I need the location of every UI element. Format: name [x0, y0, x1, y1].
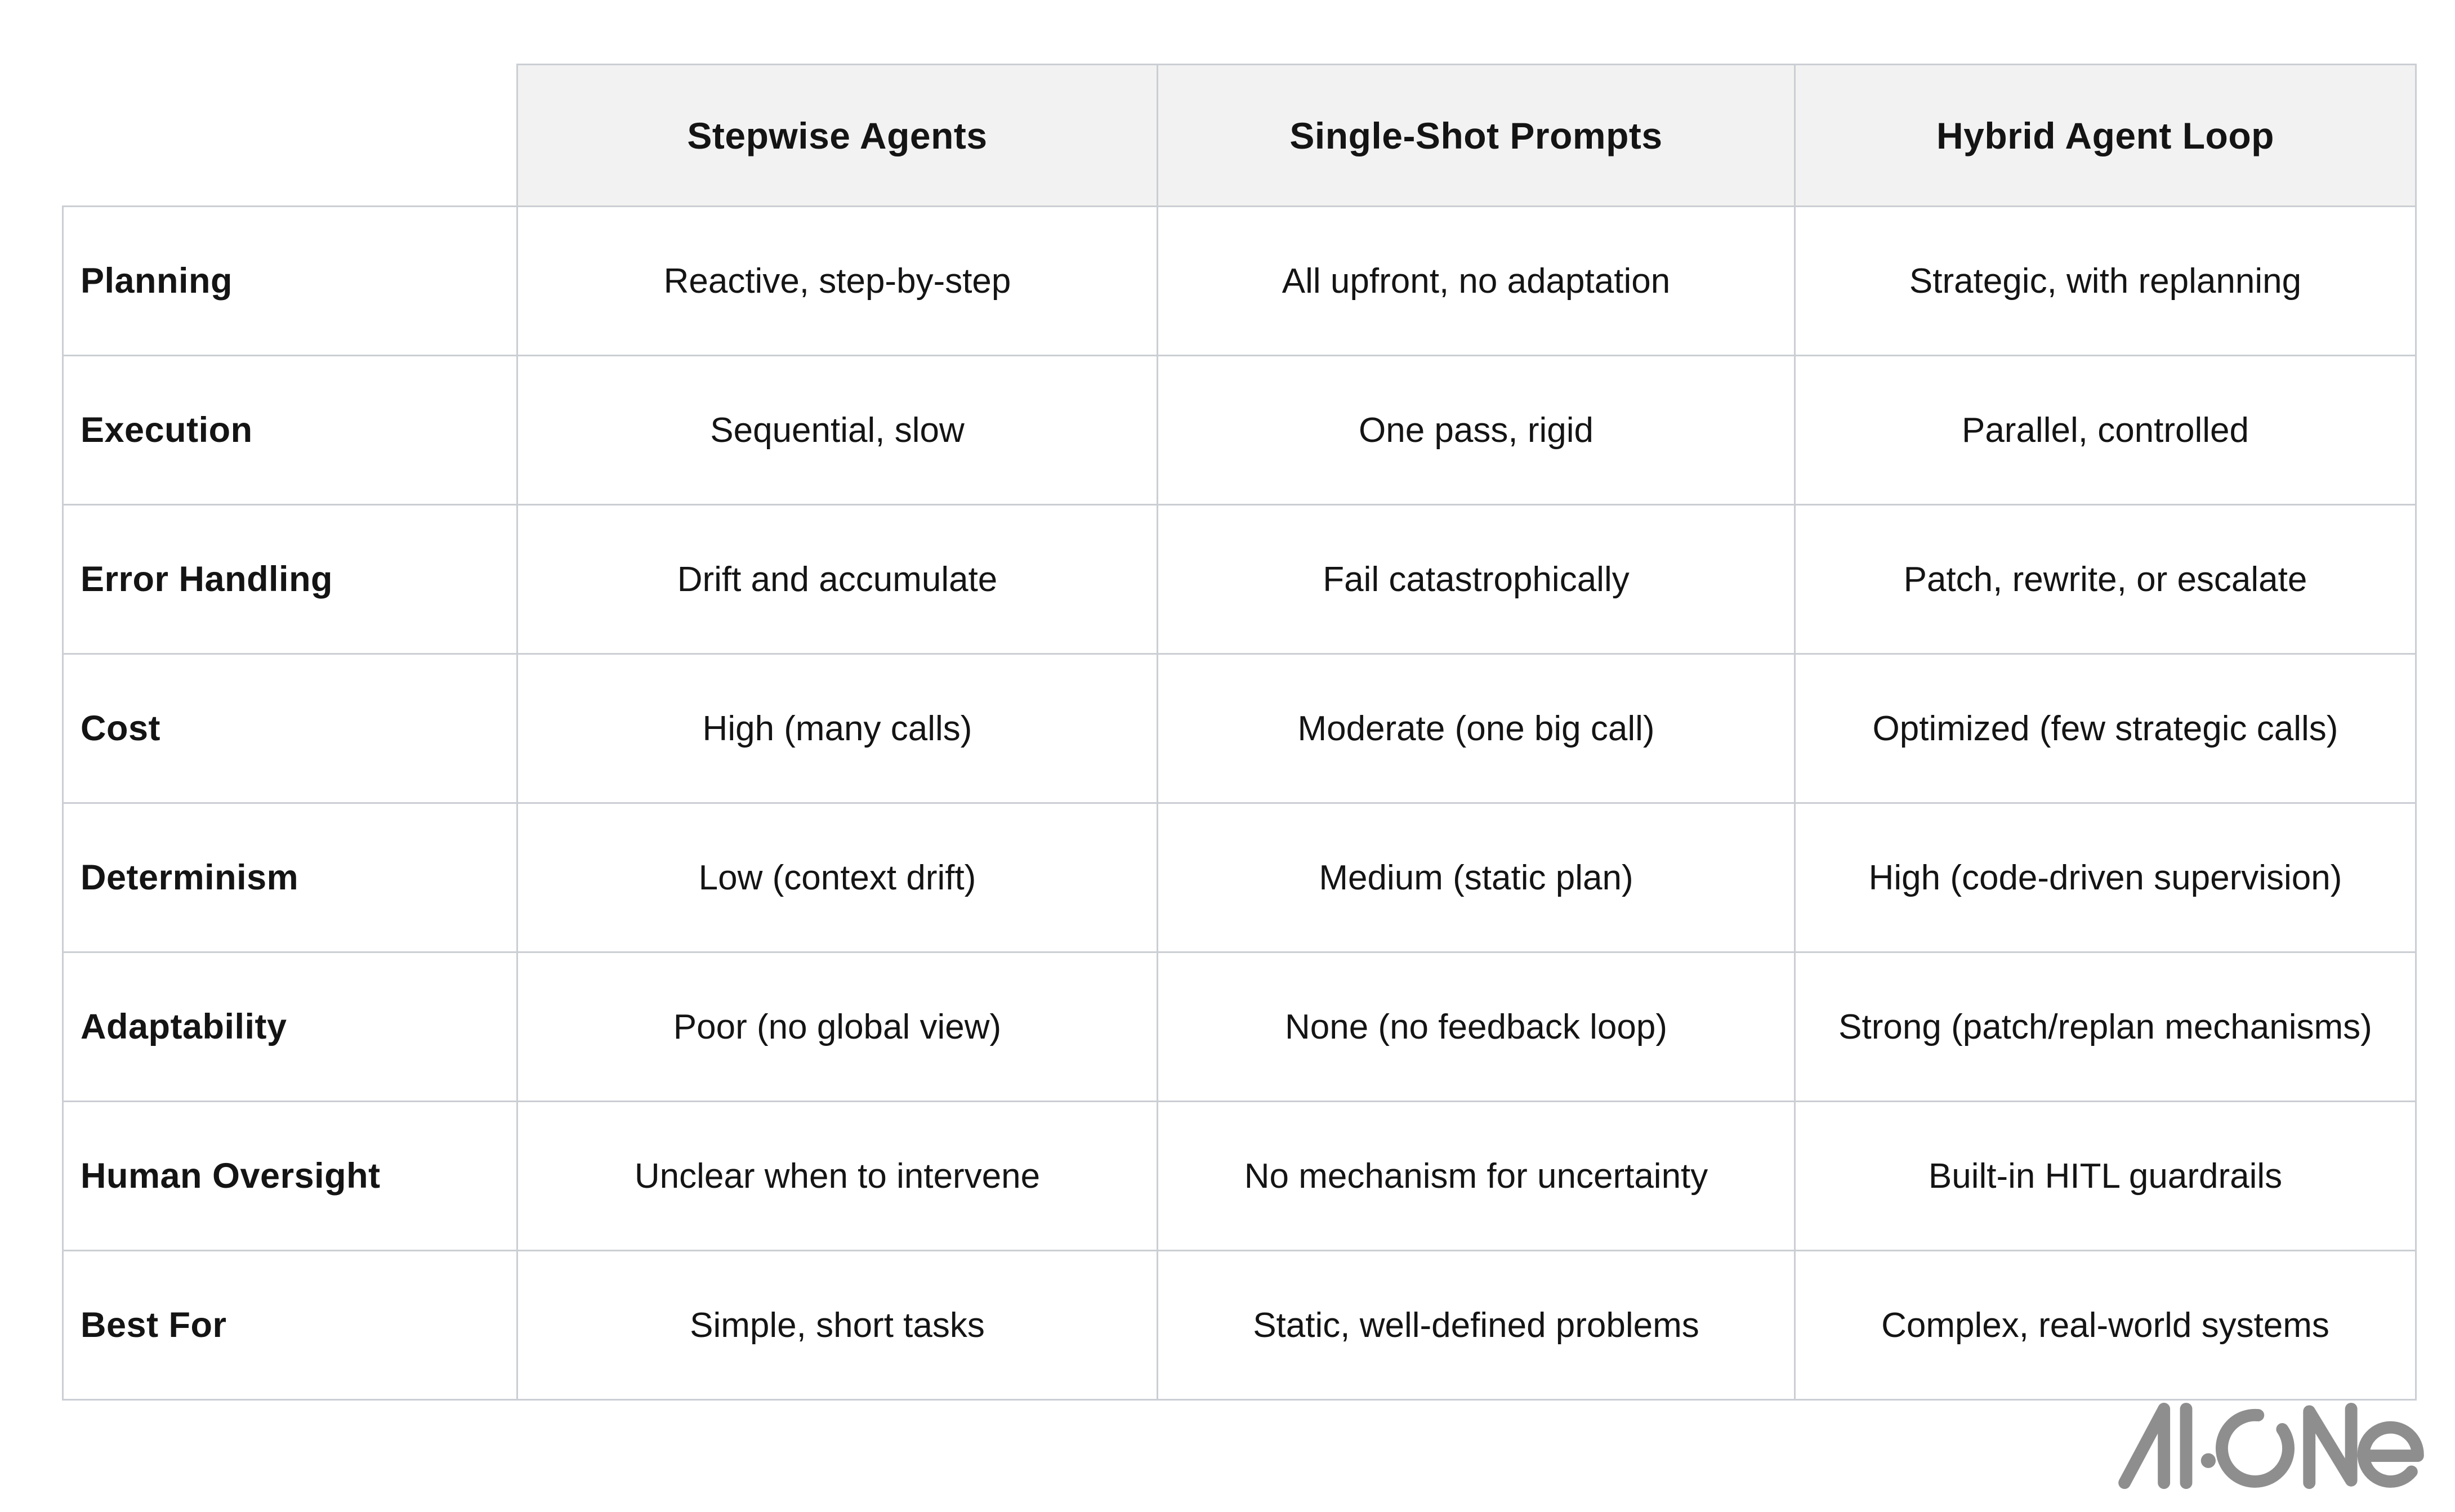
table-row-determinism: Determinism Low (context drift) Medium (… — [62, 802, 2417, 953]
table-cell: Strategic, with replanning — [1794, 205, 2417, 356]
table-cell: No mechanism for uncertainty — [1157, 1101, 1796, 1251]
table-cell: Sequential, slow — [516, 355, 1158, 506]
logo-letter-e-arc — [2357, 1421, 2424, 1488]
table-cell: Complex, real-world systems — [1794, 1250, 2417, 1401]
table-cell: Medium (static plan) — [1157, 802, 1796, 953]
row-label: Planning — [62, 205, 518, 356]
table-row-best-for: Best For Simple, short tasks Static, wel… — [62, 1250, 2417, 1401]
row-label: Human Oversight — [62, 1101, 518, 1251]
table-cell: Static, well-defined problems — [1157, 1250, 1796, 1401]
row-label: Execution — [62, 355, 518, 506]
table-cell: All upfront, no adaptation — [1157, 205, 1796, 356]
table-row-planning: Planning Reactive, step-by-step All upfr… — [62, 205, 2417, 356]
table-row-execution: Execution Sequential, slow One pass, rig… — [62, 355, 2417, 506]
logo-letter-a — [2118, 1402, 2171, 1489]
table-cell: Strong (patch/replan mechanisms) — [1794, 951, 2417, 1102]
table-cell: Built-in HITL guardrails — [1794, 1101, 2417, 1251]
row-label: Cost — [62, 653, 518, 804]
table-cell: Unclear when to intervene — [516, 1101, 1158, 1251]
logo-letter-n — [2303, 1402, 2358, 1489]
table-cell: Patch, rewrite, or escalate — [1794, 504, 2417, 655]
table-cell: Moderate (one big call) — [1157, 653, 1796, 804]
logo-letter-o — [2216, 1408, 2295, 1488]
logo-dot — [2200, 1453, 2216, 1468]
header-row: Stepwise Agents Single-Shot Prompts Hybr… — [63, 64, 2417, 207]
row-label: Error Handling — [62, 504, 518, 655]
table-cell: Simple, short tasks — [516, 1250, 1158, 1401]
table-cell: Poor (no global view) — [516, 951, 1158, 1102]
table-cell: Low (context drift) — [516, 802, 1158, 953]
table-row-adaptability: Adaptability Poor (no global view) None … — [62, 951, 2417, 1102]
comparison-table: Stepwise Agents Single-Shot Prompts Hybr… — [62, 64, 2417, 1401]
table-cell: Parallel, controlled — [1794, 355, 2417, 506]
row-label: Best For — [62, 1250, 518, 1401]
table-cell: Optimized (few strategic calls) — [1794, 653, 2417, 804]
table-cell: High (code-driven supervision) — [1794, 802, 2417, 953]
table-cell: Reactive, step-by-step — [516, 205, 1158, 356]
table-row-cost: Cost High (many calls) Moderate (one big… — [62, 653, 2417, 804]
table-cell: High (many calls) — [516, 653, 1158, 804]
table-row-human-oversight: Human Oversight Unclear when to interven… — [62, 1101, 2417, 1251]
table-cell: Fail catastrophically — [1157, 504, 1796, 655]
table-cell: None (no feedback loop) — [1157, 951, 1796, 1102]
column-header-single-shot-prompts: Single-Shot Prompts — [1157, 64, 1796, 207]
corner-cell — [63, 65, 517, 207]
row-label: Determinism — [62, 802, 518, 953]
table-cell: One pass, rigid — [1157, 355, 1796, 506]
column-header-hybrid-agent-loop: Hybrid Agent Loop — [1794, 64, 2417, 207]
row-label: Adaptability — [62, 951, 518, 1102]
table-row-error-handling: Error Handling Drift and accumulate Fail… — [62, 504, 2417, 655]
table-cell: Drift and accumulate — [516, 504, 1158, 655]
column-header-stepwise-agents: Stepwise Agents — [516, 64, 1158, 207]
ai-one-logo — [2118, 1402, 2424, 1489]
